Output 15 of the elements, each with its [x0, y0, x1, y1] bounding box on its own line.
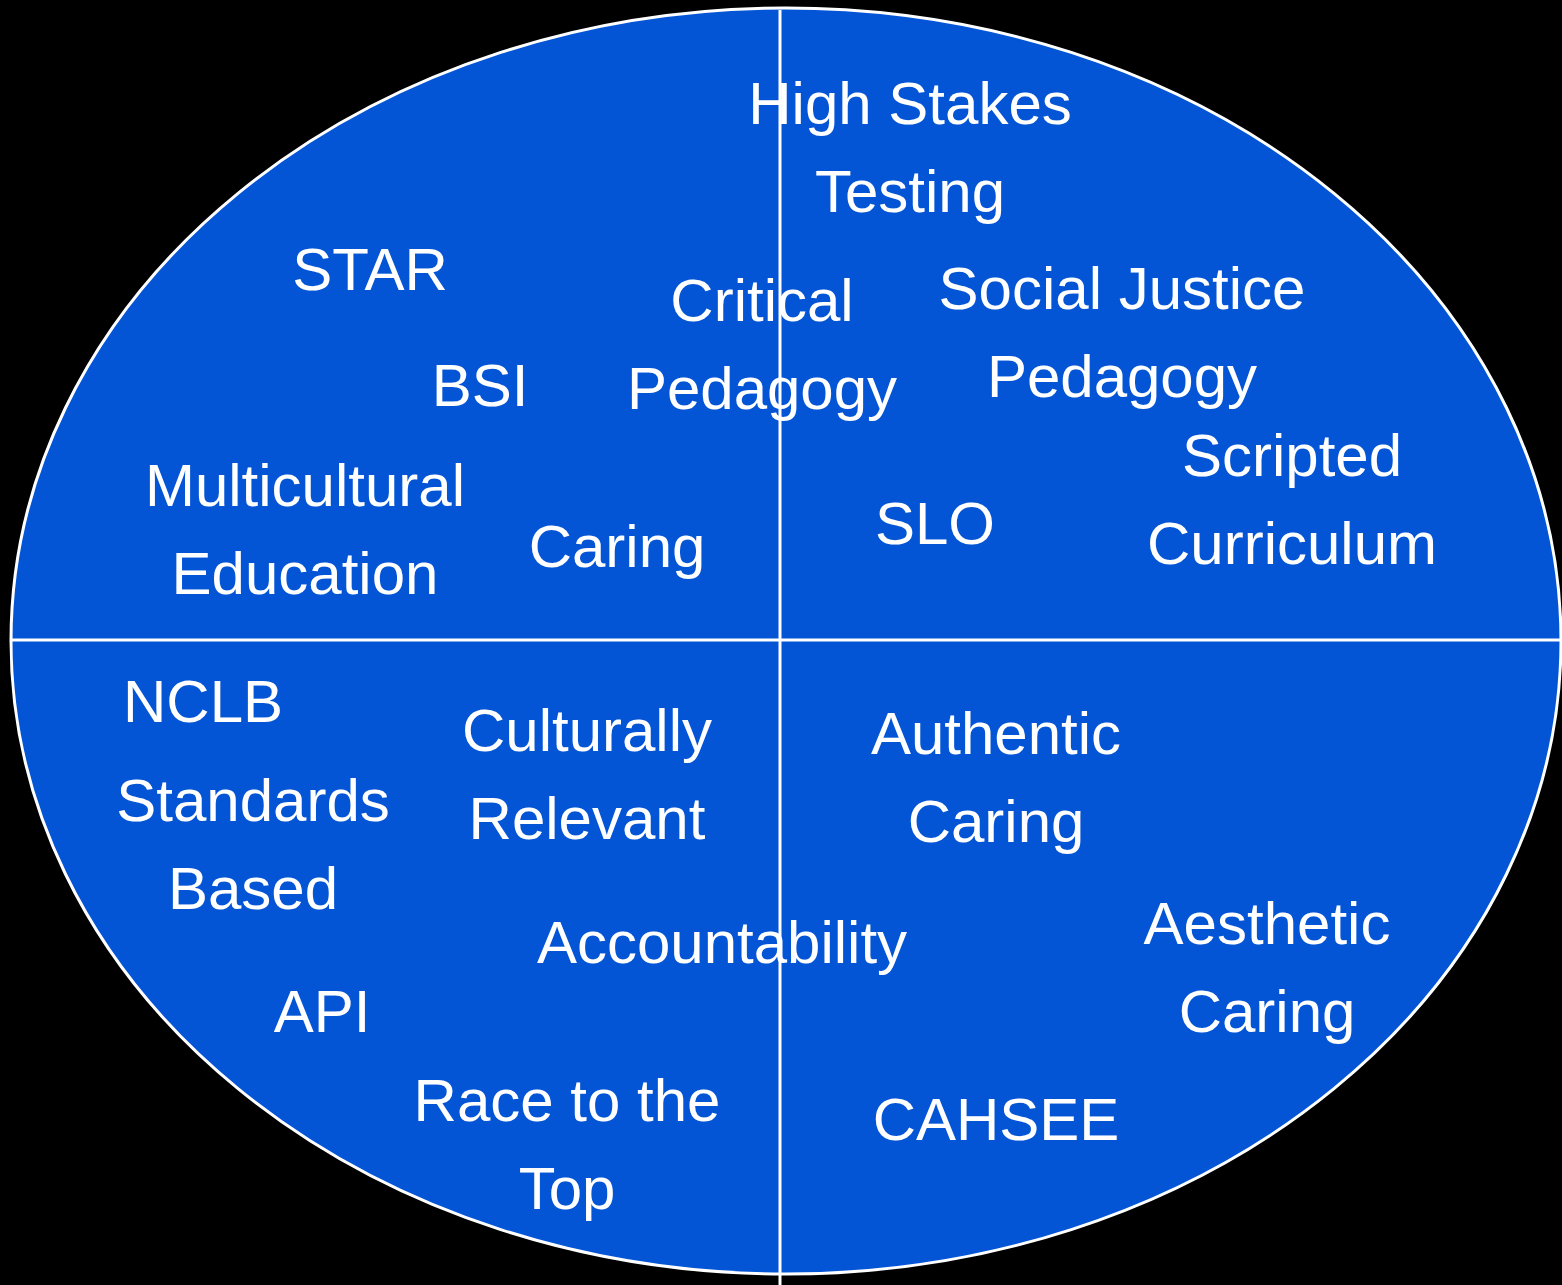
term-label: STAR [292, 235, 448, 305]
term-label: Scripted Curriculum [1145, 421, 1438, 579]
term-label: Social Justice Pedagogy [937, 254, 1307, 412]
term-label: Multicultural Education [143, 451, 467, 609]
term-label: SLO [874, 489, 996, 559]
term-label: Standards Based [115, 766, 391, 924]
term-label: Caring [528, 512, 706, 582]
term-label: Authentic Caring [869, 699, 1123, 857]
term-label: BSI [431, 351, 529, 421]
term-label: NCLB [122, 667, 284, 737]
term-label: Race to the Top [412, 1066, 722, 1224]
term-label: Culturally Relevant [460, 696, 714, 854]
term-label: CAHSEE [872, 1085, 1120, 1155]
term-label: API [273, 977, 371, 1047]
term-label: Aesthetic Caring [1142, 889, 1392, 1047]
